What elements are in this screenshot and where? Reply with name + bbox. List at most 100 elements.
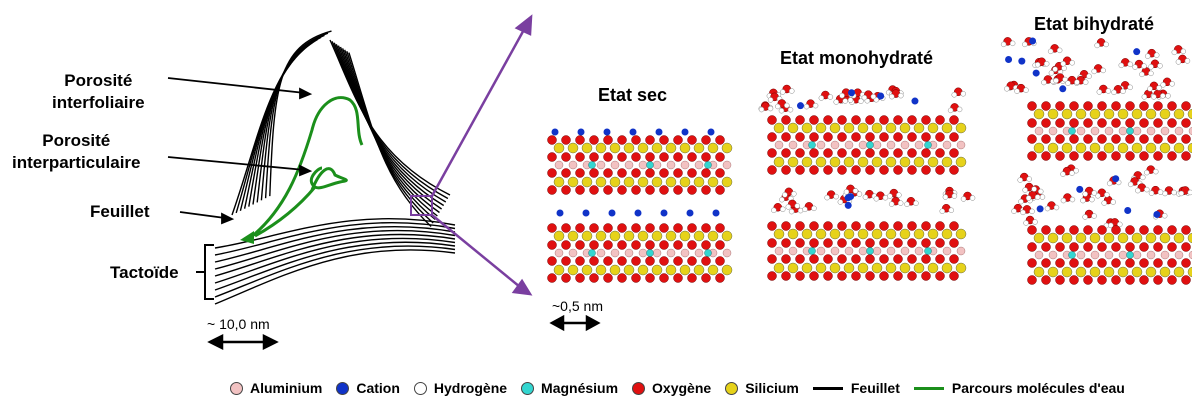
oxygene-atom (1097, 258, 1107, 268)
magnesium-atom (866, 141, 874, 149)
oxygene-atom (715, 168, 725, 178)
oxygene-atom (1153, 151, 1163, 161)
oxygene-atom (1027, 242, 1037, 252)
oxygene-atom (547, 168, 557, 178)
oxygene-atom (1139, 118, 1149, 128)
aluminium-atom (816, 246, 826, 256)
silicium-atom (899, 228, 911, 240)
aluminium-atom (900, 140, 910, 150)
oxygene-atom (1097, 225, 1107, 235)
oxygene-atom (949, 165, 959, 175)
hydrogene-atom (898, 92, 904, 99)
oxygene-atom (781, 271, 791, 281)
silicium-atom (1145, 142, 1157, 154)
hydrogene-atom (791, 191, 797, 197)
silicium-atom (773, 122, 785, 134)
oxygene-atom (617, 168, 627, 178)
clay-layer (767, 115, 967, 175)
oxygene-atom (865, 221, 875, 231)
oxygene-atom (1181, 151, 1191, 161)
silicium-atom (553, 230, 565, 242)
oxygene-atom (935, 221, 945, 231)
silicium-atom (941, 122, 953, 134)
oxygene-atom (589, 240, 599, 250)
oxygene-atom (781, 254, 791, 264)
cation-atom (847, 193, 855, 201)
oxygene-atom (851, 115, 861, 125)
hydrogene-atom (833, 193, 839, 200)
oxygene-atom (1083, 275, 1093, 285)
oxygene-atom (687, 152, 697, 162)
oxygene-atom (659, 168, 669, 178)
hydrogene-atom (1043, 61, 1050, 67)
oxygene-atom (837, 238, 847, 248)
oxygene-atom (1041, 258, 1051, 268)
silicium-atom (1173, 232, 1185, 244)
silicium-atom (637, 176, 649, 188)
hydrogene-atom (788, 208, 795, 215)
legend-item-feuillet: Feuillet (812, 380, 900, 396)
magnesium-atom (704, 161, 712, 169)
hydrogene-atom (1091, 213, 1097, 219)
silicium-atom (707, 230, 719, 242)
hydrogene-atom (1157, 189, 1164, 195)
oxygene-atom (935, 132, 945, 142)
silicium-atom (1173, 142, 1185, 154)
oxygene-atom (837, 254, 847, 264)
oxygene-atom (907, 115, 917, 125)
hydrogene-atom (1147, 86, 1153, 92)
oxygene-atom (617, 152, 627, 162)
oxygene-atom (1153, 118, 1163, 128)
legend-item-aluminium: Aluminium (230, 380, 322, 396)
oxygene-atom (921, 132, 931, 142)
oxygene-atom (795, 115, 805, 125)
oxygene-atom (795, 254, 805, 264)
oxygene-atom (645, 168, 655, 178)
hydrogene-atom (1157, 63, 1163, 69)
hydrogene-atom (1052, 66, 1058, 72)
hydrogene-atom (1009, 40, 1016, 47)
silicium-atom (595, 230, 607, 242)
oxygene-atom (949, 271, 959, 281)
hydrogene-atom (1017, 177, 1023, 183)
cation-atom (1032, 69, 1040, 77)
oxygene-atom (1055, 151, 1065, 161)
silicium-atom (1061, 142, 1073, 154)
oxygene-atom (1097, 242, 1107, 252)
aluminium-atom (886, 246, 896, 256)
aluminium-atom (610, 248, 620, 258)
oxygene-atom (1069, 101, 1079, 111)
aluminium-atom (1034, 250, 1044, 260)
hydrogene-atom (1060, 171, 1066, 177)
hydrogene-atom (1103, 41, 1109, 48)
hydrogene-atom (1180, 48, 1187, 55)
oxygene-atom (795, 165, 805, 175)
oxygene-atom (837, 221, 847, 231)
oxygene-atom (823, 221, 833, 231)
silicium-atom (1103, 266, 1115, 278)
cation-atom (603, 128, 611, 136)
oxygene-atom (921, 254, 931, 264)
hydrogene-atom (789, 88, 795, 94)
hydrogene-atom (1165, 93, 1171, 99)
hydrogene-atom (896, 192, 902, 198)
silicium-atom (721, 264, 733, 276)
oxygene-atom (837, 148, 847, 158)
hydrogene-atom (812, 102, 819, 109)
silicium-atom (567, 264, 579, 276)
aluminium-atom (610, 160, 620, 170)
silicium-atom (941, 262, 953, 274)
oxygene-atom (589, 273, 599, 283)
aluminium-atom (1118, 250, 1128, 260)
silicium-atom (857, 156, 869, 168)
hydrogene-atom (1086, 73, 1092, 79)
silicium-atom (815, 156, 827, 168)
hydrogene-atom (1127, 84, 1133, 91)
water-path-line-icon (913, 386, 944, 390)
hydrogene-atom (767, 105, 774, 112)
oxygene-atom (1041, 225, 1051, 235)
legend-label: Parcours molécules d'eau (951, 380, 1125, 396)
hydrogene-atom (947, 107, 954, 114)
silicium-atom (1117, 266, 1129, 278)
oxygene-atom (673, 152, 683, 162)
